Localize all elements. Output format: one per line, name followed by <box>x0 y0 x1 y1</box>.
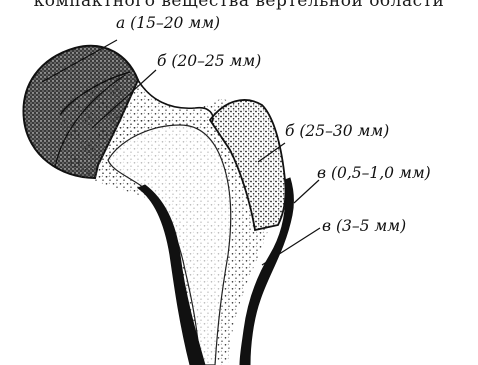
label-b1: б (20–25 мм) <box>157 52 261 70</box>
label-v2: в (3–5 мм) <box>322 217 406 235</box>
label-v1: в (0,5–1,0 мм) <box>317 164 431 182</box>
label-a: а (15–20 мм) <box>116 14 220 32</box>
label-b2: б (25–30 мм) <box>285 122 389 140</box>
leader-line-v2 <box>262 228 320 265</box>
leader-line-v1 <box>294 180 319 203</box>
